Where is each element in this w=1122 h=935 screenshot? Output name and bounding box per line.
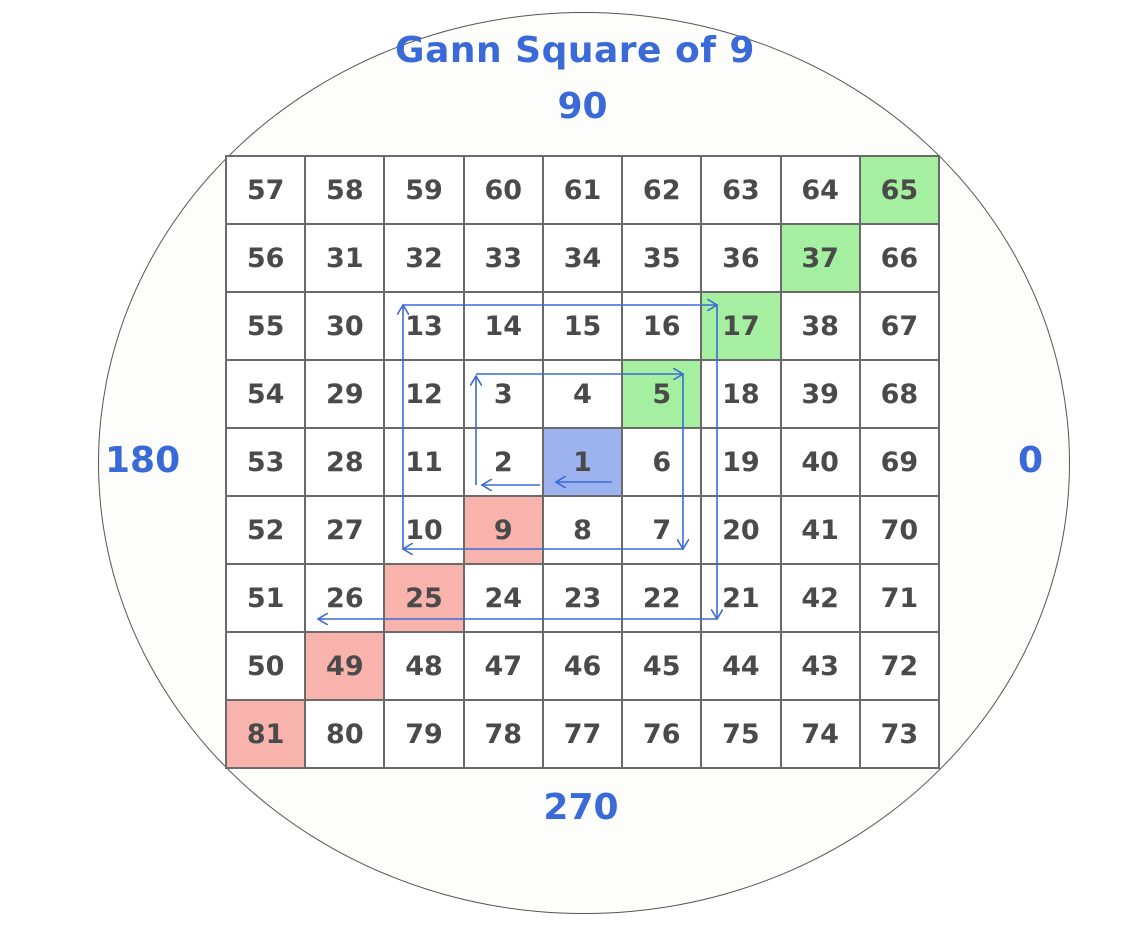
grid-cell-7: 7 [622,496,702,564]
angle-label-90: 90 [557,86,608,127]
grid-cell-22: 22 [622,564,702,632]
grid-cell-41: 41 [780,496,860,564]
grid-cell-47: 47 [463,632,543,700]
grid-cell-51: 51 [226,564,306,632]
grid-cell-23: 23 [542,564,623,632]
grid-cell-27: 27 [305,496,385,564]
grid-cell-50: 50 [226,632,306,700]
grid-cell-57: 57 [226,156,306,224]
grid-cell-43: 43 [780,632,860,700]
grid-cell-37: 37 [780,224,860,292]
angle-label-270: 270 [543,787,619,828]
grid-cell-74: 74 [780,700,860,768]
grid-cell-68: 68 [859,360,939,428]
grid-cell-35: 35 [622,224,702,292]
grid-cell-31: 31 [305,224,385,292]
grid-cell-26: 26 [305,564,385,632]
grid-cell-11: 11 [384,428,464,496]
grid-cell-19: 19 [701,428,781,496]
grid-cell-64: 64 [780,156,860,224]
grid-cell-1: 1 [542,428,623,496]
diagram-title: Gann Square of 9 [395,30,755,71]
grid-cell-9: 9 [463,496,543,564]
grid-cell-52: 52 [226,496,306,564]
grid-cell-10: 10 [384,496,464,564]
grid-cell-39: 39 [780,360,860,428]
grid-cell-62: 62 [622,156,702,224]
grid-cell-58: 58 [305,156,385,224]
grid-cell-30: 30 [305,292,385,360]
grid-cell-16: 16 [622,292,702,360]
grid-cell-18: 18 [701,360,781,428]
grid-cell-44: 44 [701,632,781,700]
grid-cell-3: 3 [463,360,543,428]
grid-cell-40: 40 [780,428,860,496]
grid-cell-20: 20 [701,496,781,564]
grid-cell-6: 6 [622,428,702,496]
grid-cell-79: 79 [384,700,464,768]
grid-cell-59: 59 [384,156,464,224]
grid-cell-65: 65 [859,156,939,224]
grid-cell-71: 71 [859,564,939,632]
grid-cell-32: 32 [384,224,464,292]
grid-cell-8: 8 [542,496,623,564]
grid-cell-28: 28 [305,428,385,496]
grid-cell-4: 4 [542,360,623,428]
grid-cell-60: 60 [463,156,543,224]
grid-cell-25: 25 [384,564,464,632]
grid-cell-66: 66 [859,224,939,292]
grid-cell-14: 14 [463,292,543,360]
grid-cell-61: 61 [542,156,623,224]
grid-cell-21: 21 [701,564,781,632]
grid-cell-38: 38 [780,292,860,360]
grid-cell-54: 54 [226,360,306,428]
grid-cell-67: 67 [859,292,939,360]
grid-cell-17: 17 [701,292,781,360]
angle-label-180: 180 [105,440,181,481]
grid-cell-70: 70 [859,496,939,564]
grid-cell-2: 2 [463,428,543,496]
grid-cell-76: 76 [622,700,702,768]
grid-cell-49: 49 [305,632,385,700]
grid-cell-73: 73 [859,700,939,768]
grid-cell-34: 34 [542,224,623,292]
grid-cell-5: 5 [622,360,702,428]
grid-cell-78: 78 [463,700,543,768]
grid-cell-72: 72 [859,632,939,700]
grid-cell-42: 42 [780,564,860,632]
grid-cell-48: 48 [384,632,464,700]
grid-cell-75: 75 [701,700,781,768]
grid-cell-15: 15 [542,292,623,360]
grid-cell-13: 13 [384,292,464,360]
grid-cell-46: 46 [542,632,623,700]
grid-cell-53: 53 [226,428,306,496]
grid-cell-77: 77 [542,700,623,768]
grid-cell-36: 36 [701,224,781,292]
grid-cell-81: 81 [226,700,306,768]
grid-cell-63: 63 [701,156,781,224]
grid-cell-80: 80 [305,700,385,768]
grid-cell-45: 45 [622,632,702,700]
grid-cell-33: 33 [463,224,543,292]
grid-cell-24: 24 [463,564,543,632]
grid-cell-56: 56 [226,224,306,292]
grid-cell-12: 12 [384,360,464,428]
grid-cell-29: 29 [305,360,385,428]
grid-cell-55: 55 [226,292,306,360]
angle-label-0: 0 [1018,440,1044,481]
grid-cell-69: 69 [859,428,939,496]
